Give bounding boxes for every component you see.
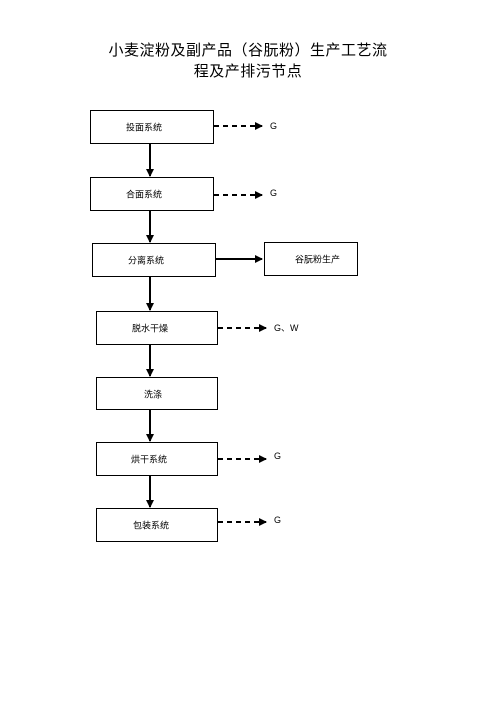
- process-box-mixing: 合面系统: [90, 177, 214, 211]
- process-box-separation: 分离系统: [92, 243, 216, 277]
- diagram-title-line-2: 程及产排污节点: [193, 62, 303, 80]
- process-label-drying: 烘干系统: [131, 455, 168, 466]
- process-box-packaging: 包装系统: [96, 508, 218, 542]
- process-box-dewater-dry: 脱水干燥: [96, 311, 218, 345]
- emission-label-feeding: G: [270, 121, 278, 131]
- process-label-washing: 洗涤: [144, 390, 163, 400]
- process-label-mixing: 合面系统: [126, 190, 163, 201]
- process-box-drying: 烘干系统: [96, 442, 218, 476]
- side-product-box-gluten: 谷朊粉生产: [264, 242, 358, 276]
- emission-label-packaging: G: [274, 515, 282, 525]
- process-label-dewater-dry: 脱水干燥: [132, 324, 169, 335]
- process-label-feeding: 投面系统: [126, 123, 163, 134]
- side-product-label-gluten: 谷朊粉生产: [295, 255, 341, 266]
- process-label-separation: 分离系统: [128, 256, 165, 267]
- emission-label-drying: G: [274, 451, 282, 461]
- process-box-washing: 洗涤: [96, 377, 218, 410]
- process-label-packaging: 包装系统: [133, 521, 170, 532]
- emission-label-mixing: G: [270, 188, 278, 198]
- diagram-title-line-1: 小麦淀粉及副产品（谷朊粉）生产工艺流: [108, 41, 388, 59]
- process-box-feeding: 投面系统: [90, 110, 214, 144]
- emission-label-dewater-dry: G、W: [274, 323, 299, 333]
